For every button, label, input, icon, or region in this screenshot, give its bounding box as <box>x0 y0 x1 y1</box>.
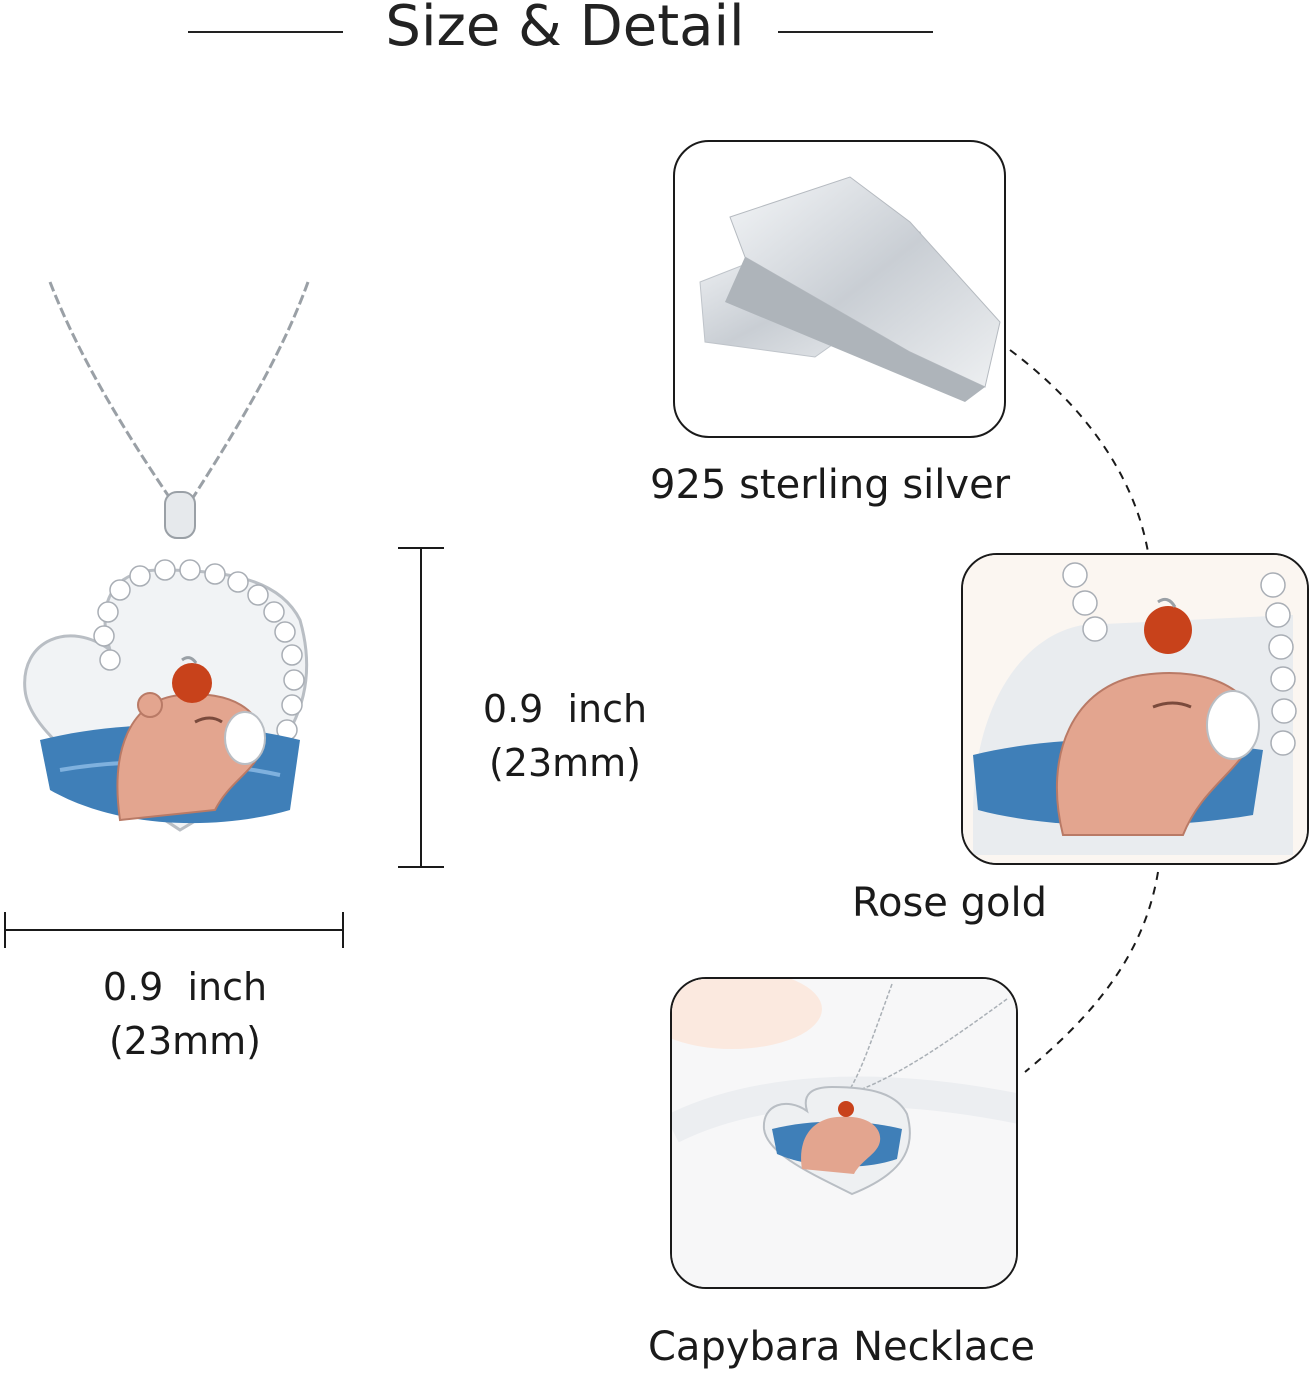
width-mm: (23mm) <box>108 1019 262 1063</box>
height-inch: 0.9 inch <box>482 687 648 731</box>
caption-rose-gold: Rose gold <box>852 880 1047 926</box>
header-rule-right <box>778 31 933 33</box>
detail-card-rose-gold <box>961 553 1309 865</box>
detail-card-necklace <box>670 977 1018 1289</box>
rose-gold-closeup-image <box>963 555 1307 863</box>
height-dimension-label: 0.9 inch (23mm) <box>440 682 690 790</box>
necklace-main-image <box>0 270 360 880</box>
page-title: Size & Detail <box>385 0 745 59</box>
dashed-connector <box>1000 340 1180 1080</box>
header-rule-left <box>188 31 343 33</box>
necklace-illustration <box>23 281 310 832</box>
caption-silver: 925 sterling silver <box>650 462 1011 508</box>
height-mm: (23mm) <box>488 741 642 785</box>
height-dimension-bracket <box>396 545 446 870</box>
necklace-photo-image <box>672 979 1016 1287</box>
width-inch: 0.9 inch <box>102 965 268 1009</box>
width-dimension-label: 0.9 inch (23mm) <box>60 960 310 1068</box>
silver-bars-image <box>699 176 1001 402</box>
caption-necklace: Capybara Necklace <box>648 1324 1035 1370</box>
detail-card-silver <box>673 140 1006 438</box>
width-dimension-bracket <box>2 910 347 950</box>
